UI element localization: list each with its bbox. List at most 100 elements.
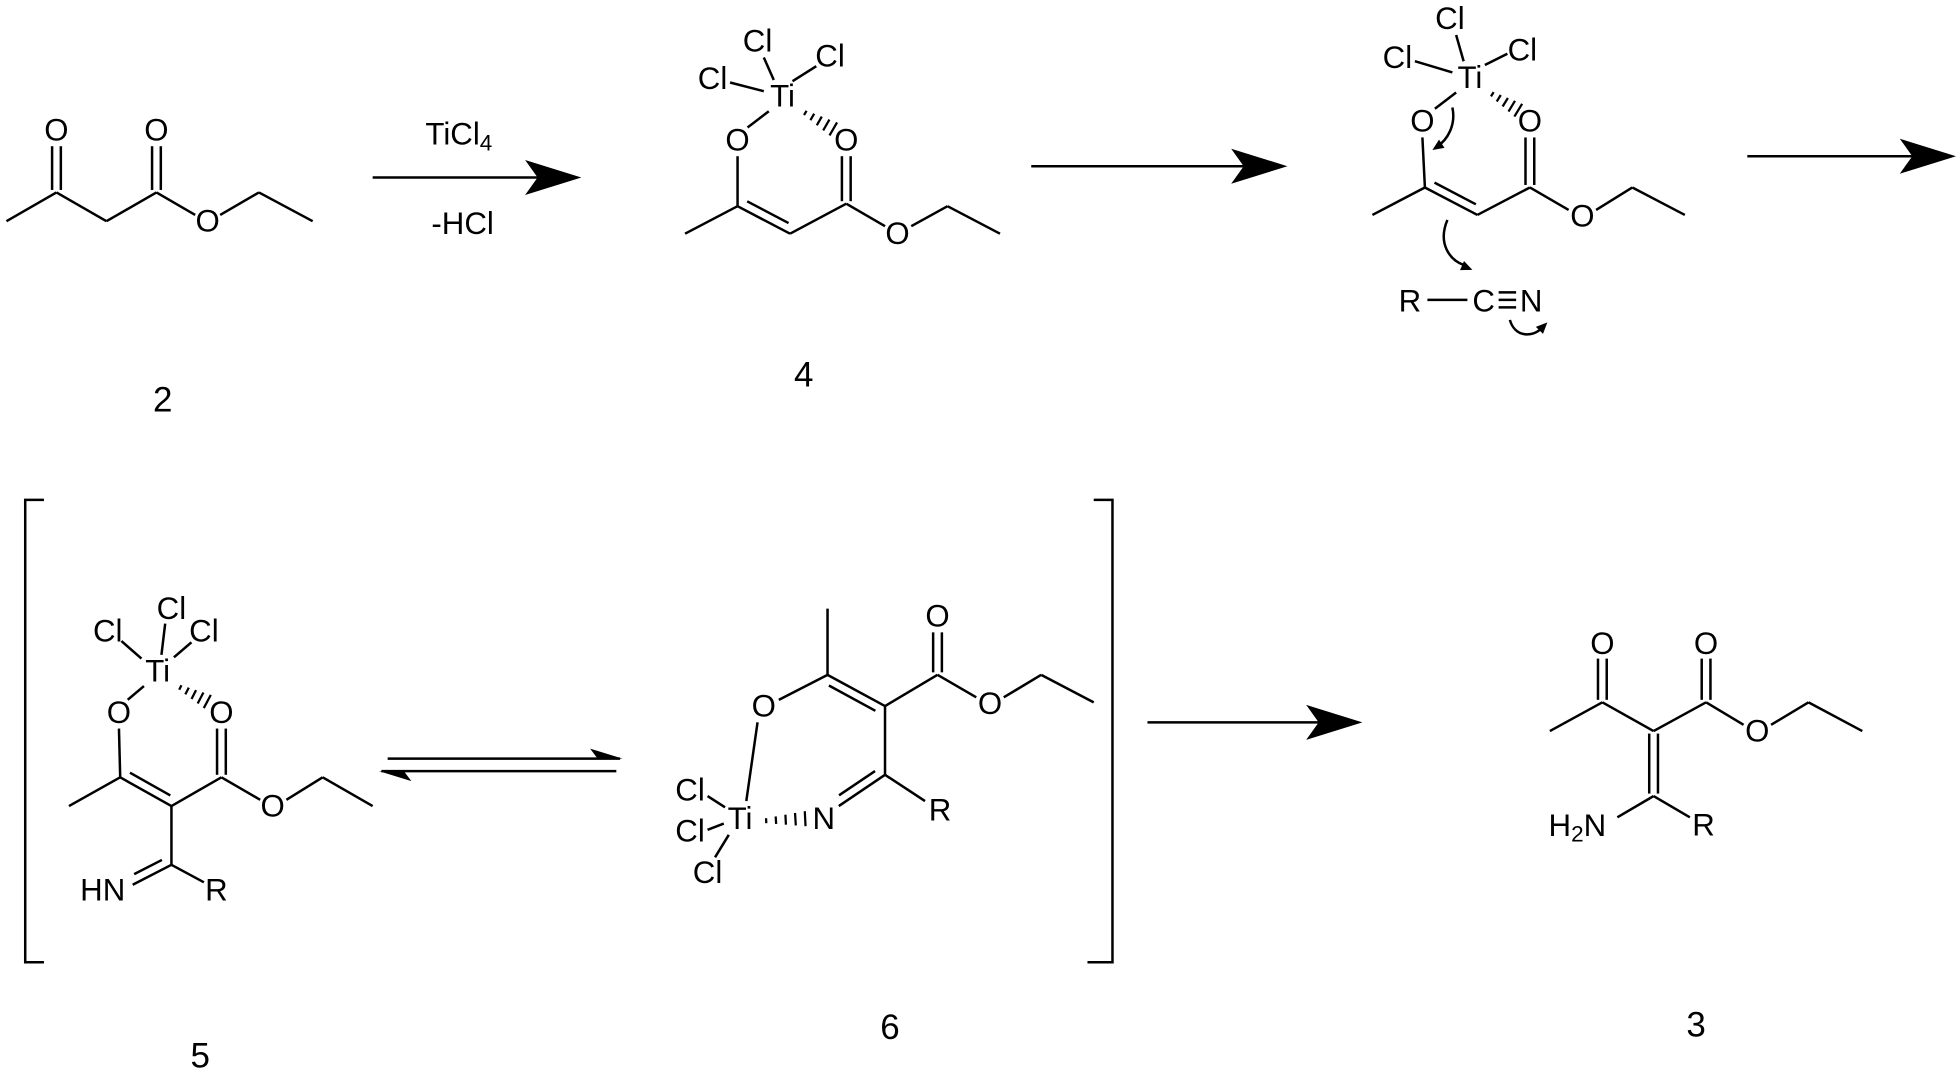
hash [1513,103,1524,118]
enol-oxygen: O [725,122,749,157]
ester-oxygen: O [1570,199,1594,234]
chlorine-left: Cl [698,61,728,96]
bond [1652,701,1707,733]
curved-arrow-alkene [1442,219,1465,267]
substituent-r: R [205,872,228,907]
bond [936,673,977,699]
hashed-bond [764,811,807,827]
bond [713,834,730,858]
hash [1495,94,1502,103]
bond [117,728,122,778]
reagent-subscript: 4 [480,130,493,155]
hash [803,811,807,827]
ester-oxygen: O [1745,714,1769,749]
left-bracket [23,498,44,964]
bond [220,776,261,801]
curved-arrow-head [1460,260,1473,271]
bond [5,191,58,223]
curved-arrow-head [1535,322,1548,334]
compound-4: Ti Cl Cl Cl O O O 4 [684,24,1001,394]
nitrile-substituent: R [1399,284,1422,319]
bond [55,191,108,223]
arrow-head [1231,148,1288,184]
byproduct-label: -HCl [431,206,493,241]
chlorine-top: Cl [743,24,773,59]
bond [1421,137,1427,188]
bond [745,722,759,802]
hashed-bond [1490,91,1524,118]
compound-6-label: 6 [880,1008,899,1047]
compound-4-label: 4 [794,355,813,394]
bond [105,191,158,223]
compound-5: Ti Cl Cl Cl O O O HN R 5 [68,591,374,1076]
ester-oxygen: O [261,789,285,824]
bond [1616,794,1655,819]
hash [202,694,212,709]
hash [184,687,190,695]
chlorine-top: Cl [1435,1,1465,36]
bond [1529,186,1570,212]
bond [1631,186,1686,217]
ester-oxygen: O [978,686,1002,721]
hash [803,110,808,116]
chlorine-top: Cl [157,591,187,626]
curved-arrow-head [1432,139,1445,150]
bond [170,863,205,884]
bond [1476,186,1531,217]
forward-arrow-head [590,748,623,759]
ester-carbonyl-oxygen: O [1518,104,1542,139]
ester-carbonyl-oxygen: O [144,112,168,147]
bond [791,65,817,83]
bond [129,771,171,797]
compound-5-label: 5 [190,1037,209,1076]
ester-carbonyl-oxygen: O [925,599,949,634]
amine-group: H2N [1549,807,1607,846]
reagent-formula: TiCl [425,116,479,151]
bond [1424,186,1478,217]
bond [1652,794,1691,819]
bond [762,56,775,81]
right-bracket [1087,498,1114,964]
bond [160,623,167,655]
reaction-arrow-4 [1147,704,1363,740]
bond [170,776,223,808]
equilibrium-arrows [378,748,623,782]
substituent-r: R [1692,807,1715,842]
bond [132,863,173,886]
titanium: Ti [145,654,170,689]
enol-oxygen: O [752,689,776,724]
ester-oxygen: O [196,204,220,239]
imine-nitrogen: N [813,801,836,836]
reaction-arrow-3 [1747,138,1957,174]
arrow-head [525,159,582,195]
bond [1433,181,1477,206]
ketone-oxygen: O [44,112,68,147]
bond [1434,91,1457,110]
bond [219,191,260,217]
bond [173,641,193,659]
reaction-arrow-1: TiCl4 -HCl [372,116,582,241]
hashed-bond [803,110,839,137]
bond [1595,186,1634,212]
bond [826,673,886,708]
bond [910,205,949,228]
titanium: Ti [1457,60,1482,95]
bond [736,205,791,235]
bond [285,776,324,801]
titanium: Ti [728,801,753,836]
bond [322,776,374,808]
chlorine-left: Cl [1383,40,1412,75]
ketone-oxygen: O [1590,626,1614,661]
curved-arrow-nitrile [1508,319,1543,336]
imine-nh: HN [80,872,125,907]
bond [707,822,725,831]
substituent-r: R [929,792,952,827]
bond [729,81,765,93]
bond [1003,673,1042,699]
arrow-head [1306,704,1363,740]
compound-2: O O O 2 [5,112,314,419]
bond [155,191,196,217]
chlorine-right: Cl [815,39,845,74]
chlorine-right: Cl [189,614,219,649]
chlorine-lower: Cl [693,855,723,890]
